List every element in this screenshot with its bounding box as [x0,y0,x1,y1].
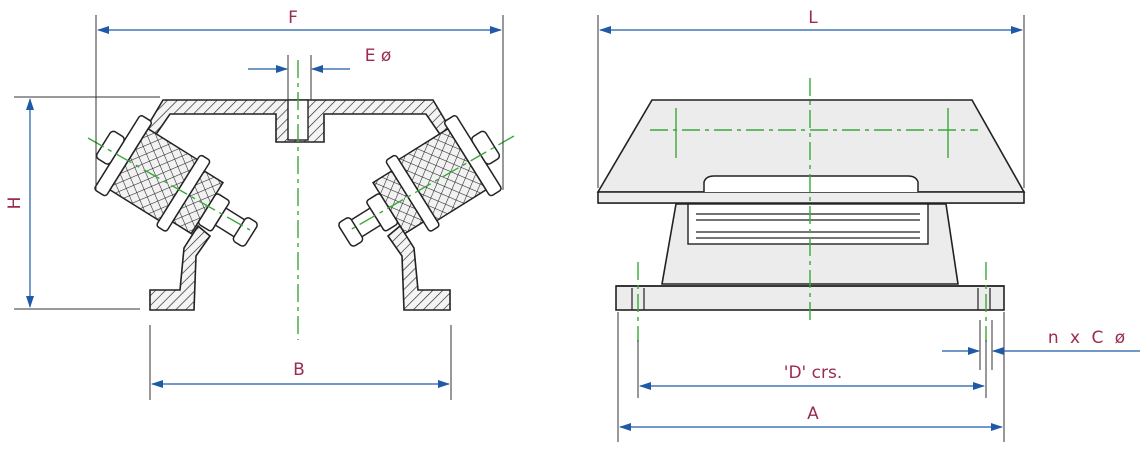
label-n-x-c: n x C ø [1048,328,1128,348]
hood-center-recess [703,175,919,192]
right-rubber-assembly [338,115,502,247]
label-l: L [808,8,818,28]
left-bolt-head [95,130,125,165]
left-rubber-assembly [94,115,258,247]
left-base-leg [149,224,212,311]
label-e: E ø [365,46,392,66]
right-nut-end [338,217,364,247]
label-d-crs: 'D' crs. [784,363,842,383]
right-bolt-head [471,130,501,165]
label-h: H [5,197,25,210]
right-front-view [596,15,1140,442]
hood-lower-band [597,191,1025,204]
left-sectional-view [14,15,515,400]
label-a: A [807,404,819,424]
left-nut-end [232,217,258,247]
right-base-leg [386,224,451,311]
label-b: B [293,360,305,380]
inner-block [687,203,929,245]
label-f: F [288,8,298,28]
